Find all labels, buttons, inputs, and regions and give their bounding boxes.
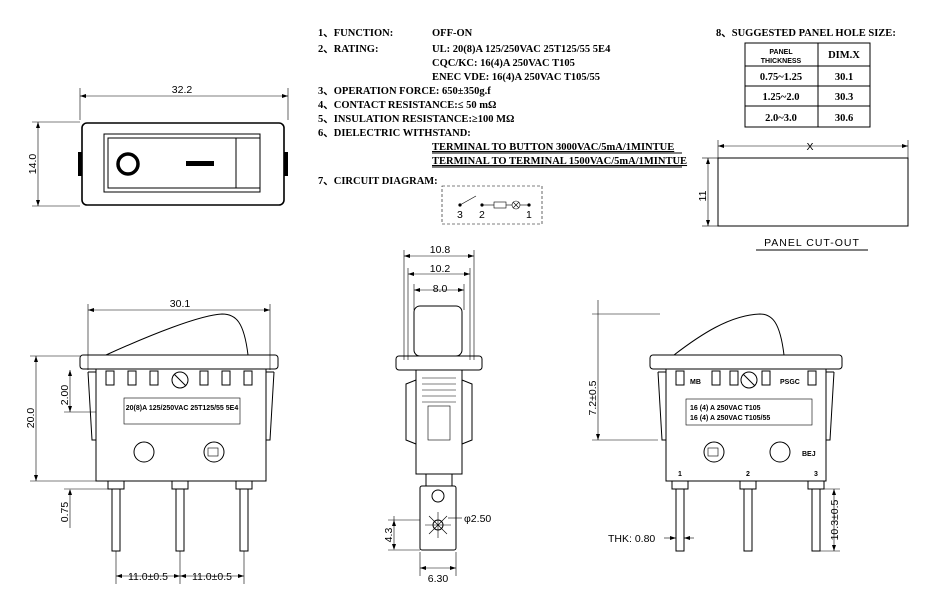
- right-label-left: MB: [690, 379, 701, 386]
- pitch-1: 11.0±0.5: [128, 571, 168, 583]
- panel-cutout: X 11 PANEL CUT-OUT: [697, 140, 909, 251]
- circuit-pin-3: 3: [457, 209, 463, 221]
- pitch-2: 11.0±0.5: [192, 571, 232, 583]
- operation-force: 3、OPERATION FORCE: 650±350g.f: [318, 86, 491, 97]
- header-thickness: THICKNESS: [761, 58, 802, 65]
- header-dim: DIM.X: [828, 50, 860, 61]
- row-1-thickness: 0.75~1.25: [760, 72, 802, 83]
- off-symbol: [116, 152, 140, 176]
- dim-103: 10.3±0.5: [829, 499, 841, 540]
- right-line-1: 16 (4) A 250VAC T105: [690, 405, 761, 412]
- cutout-h: 11: [697, 190, 709, 201]
- right-pin-2: 2: [746, 471, 750, 478]
- right-pin-3: 3: [814, 471, 818, 478]
- dim-20: 20.0: [25, 408, 37, 429]
- side-w108: 10.8: [430, 244, 451, 256]
- dim-72: 7.2±0.5: [587, 380, 599, 415]
- cutout-label: PANEL CUT-OUT: [764, 237, 860, 249]
- row-3-thickness: 2.0~3.0: [765, 113, 797, 124]
- right-line-2: 16 (4) A 250VAC T105/55: [690, 415, 770, 422]
- thk: THK: 0.80: [608, 533, 655, 545]
- spec-list: 1、FUNCTION: OFF-ON 2、RATING: UL: 20(8)A …: [318, 28, 687, 187]
- circuit-diagram: 3 2 1: [441, 185, 543, 225]
- side-w80: 8.0: [433, 283, 448, 295]
- rating-enec: ENEC VDE: 16(4)A 250VAC T105/55: [432, 72, 600, 83]
- dielectric-line-1: TERMINAL TO BUTTON 3000VAC/5mA/1MINTUE: [432, 142, 674, 153]
- rating-label: 2、RATING:: [318, 44, 378, 55]
- circuit-pin-1: 1: [526, 209, 532, 221]
- top-height: 14.0: [27, 154, 39, 175]
- right-label-right: PSGC: [780, 379, 800, 386]
- rating-cqc: CQC/KC: 16(4)A 250VAC T105: [432, 58, 575, 69]
- row-2-dim: 30.3: [835, 92, 853, 103]
- front-rating-text: 20(8)A 125/250VAC 25T125/55 5E4: [126, 405, 239, 412]
- dielectric-line-2: TERMINAL TO TERMINAL 1500VAC/5mA/1MINTUE: [432, 156, 687, 167]
- front-width: 30.1: [170, 298, 191, 310]
- right-pin-1: 1: [678, 471, 682, 478]
- insulation-resistance: 5、INSULATION RESISTANCE:≥100 MΩ: [318, 114, 514, 125]
- dielectric-label: 6、DIELECTRIC WITHSTAND:: [318, 128, 471, 139]
- contact-resistance: 4、CONTACT RESISTANCE:≤ 50 mΩ: [318, 100, 496, 111]
- cutout-x: X: [806, 141, 813, 153]
- top-view: 32.2 14.0: [27, 84, 289, 207]
- side-43: 4.3: [383, 528, 395, 543]
- top-width: 32.2: [172, 84, 193, 96]
- row-1-dim: 30.1: [835, 72, 853, 83]
- row-2-thickness: 1.25~2.0: [763, 92, 800, 103]
- right-brand: BEJ: [802, 451, 816, 458]
- row-3-dim: 30.6: [835, 113, 853, 124]
- rating-ul: UL: 20(8)A 125/250VAC 25T125/55 5E4: [432, 44, 611, 55]
- panel-title: 8、SUGGESTED PANEL HOLE SIZE:: [716, 28, 896, 39]
- front-view: 30.1 20(8)A 125/250VAC 25T125/55 5E4: [25, 298, 279, 584]
- header-panel: PANEL: [769, 49, 793, 56]
- side-hole: φ2.50: [464, 513, 491, 525]
- panel-hole-size: 8、SUGGESTED PANEL HOLE SIZE: PANEL THICK…: [716, 28, 896, 128]
- side-w102: 10.2: [430, 263, 451, 275]
- side-view: 10.8 10.2 8.0 φ2.: [383, 244, 491, 585]
- circuit-label: 7、CIRCUIT DIAGRAM:: [318, 176, 438, 187]
- right-view: MB PSGC 16 (4) A 250VAC T105 16 (4) A 25…: [587, 300, 843, 552]
- dim-075: 0.75: [59, 502, 71, 523]
- dim-2: 2.00: [59, 385, 71, 406]
- circuit-pin-2: 2: [479, 209, 485, 221]
- function-value: OFF-ON: [432, 28, 473, 39]
- function-label: 1、FUNCTION:: [318, 28, 393, 39]
- side-630: 6.30: [428, 573, 449, 585]
- on-symbol: [186, 161, 214, 166]
